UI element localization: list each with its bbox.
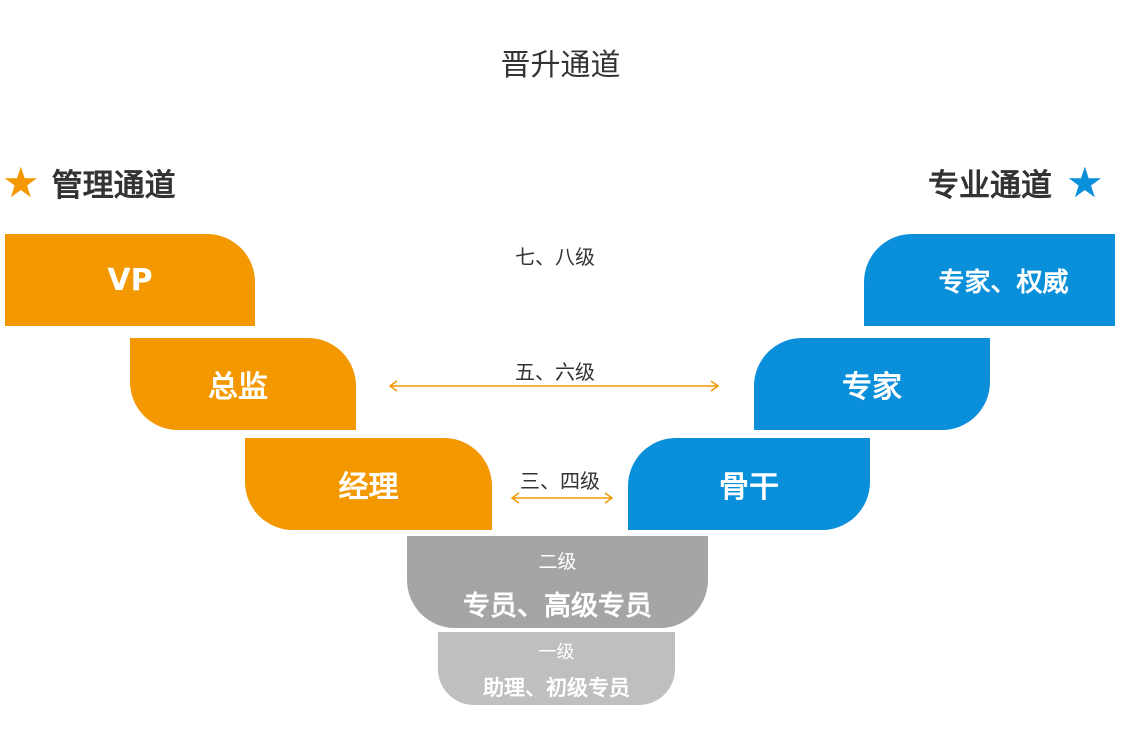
professional-block-backbone: 骨干 <box>628 438 870 530</box>
management-heading: ★ 管理通道 <box>2 160 176 205</box>
professional-level-label: 专家、权威 <box>938 267 1069 298</box>
shared-block-level1: 一级 助理、初级专员 <box>438 632 675 705</box>
management-heading-label: 管理通道 <box>51 168 176 204</box>
professional-heading: 专业通道 ★ <box>928 160 1104 205</box>
shared-grade-label: 一级 <box>538 642 575 663</box>
star-icon: ★ <box>2 157 40 207</box>
professional-level-label: 专家 <box>842 370 902 405</box>
professional-level-label: 骨干 <box>719 470 779 505</box>
management-level-label: VP <box>107 262 153 298</box>
management-block-manager: 经理 <box>245 438 492 530</box>
double-arrow-icon <box>388 380 720 392</box>
professional-block-authority: 专家、权威 <box>864 234 1115 326</box>
grade-label: 三、四级 <box>520 469 600 493</box>
management-level-label: 经理 <box>338 470 399 505</box>
star-icon: ★ <box>1066 157 1104 207</box>
shared-roles-label: 专员、高级专员 <box>463 591 652 622</box>
shared-grade-label: 二级 <box>538 551 577 573</box>
professional-block-expert: 专家 <box>754 338 990 430</box>
shared-roles-label: 助理、初级专员 <box>483 676 630 700</box>
grade-label: 五、六级 <box>515 360 595 384</box>
grade-label: 七、八级 <box>515 245 595 269</box>
management-block-director: 总监 <box>130 338 356 430</box>
professional-heading-label: 专业通道 <box>928 168 1052 204</box>
management-block-vp: VP <box>5 234 255 326</box>
diagram-title: 晋升通道 <box>500 48 621 83</box>
double-arrow-icon <box>510 492 614 504</box>
management-level-label: 总监 <box>208 370 268 405</box>
shared-block-level2: 二级 专员、高级专员 <box>407 536 708 628</box>
